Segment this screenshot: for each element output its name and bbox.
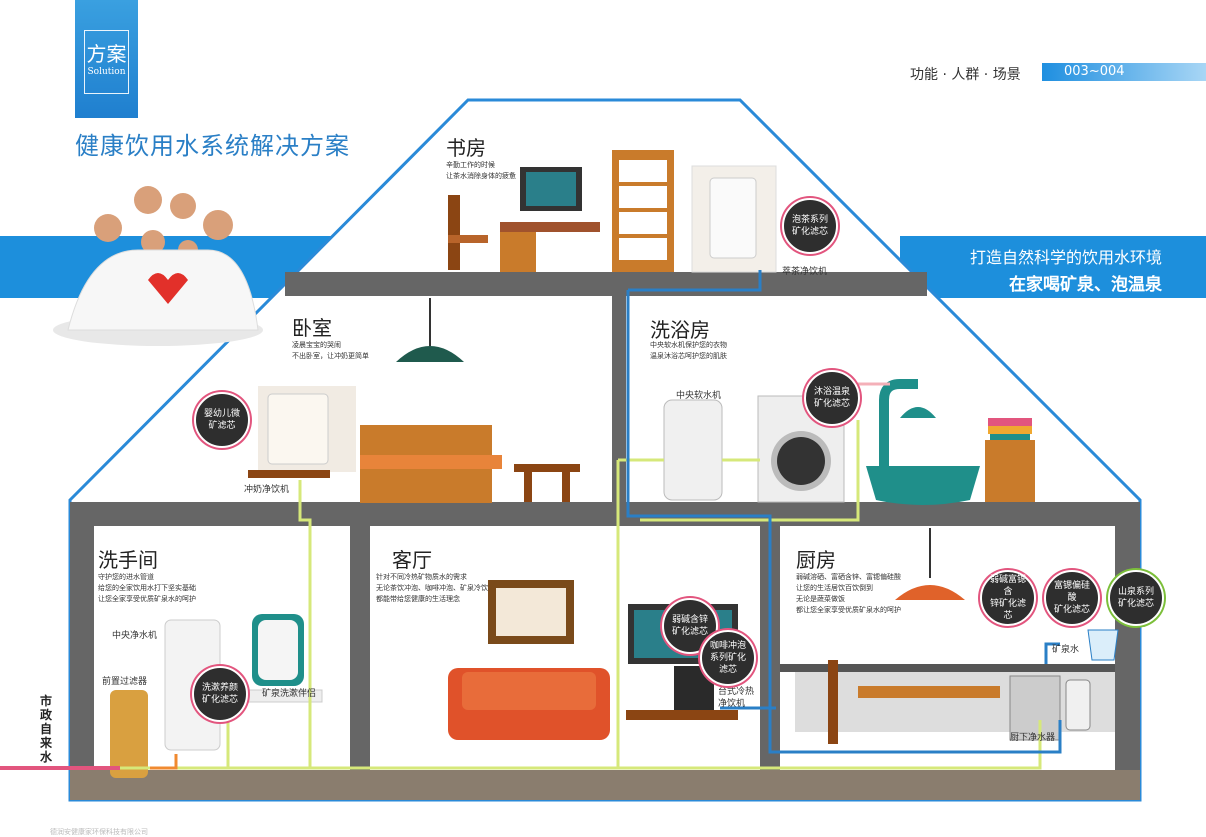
mineral-water-label: 矿泉水 xyxy=(1052,645,1080,655)
room-washroom-desc: 守护您的进水管道 给您的全家饮用水打下坚实基础 让您全家享受优质矿泉水的呵护 xyxy=(98,573,196,603)
blue-pipe xyxy=(626,290,1062,754)
room-bedroom-title: 卧室 xyxy=(292,316,332,340)
badge-strontium-zinc-filter: 弱碱富锶含 锌矿化滤芯 xyxy=(980,570,1036,626)
tea-purifier-label: 萃茶净饮机 xyxy=(782,267,828,277)
wall-lower-left xyxy=(350,526,370,770)
banner-band-right: 打造自然科学的饮用水环境 在家喝矿泉、泡温泉 xyxy=(900,236,1206,298)
prefilter xyxy=(110,690,148,778)
logo-cn-text: 方案 xyxy=(86,42,127,66)
room-study-title: 书房 xyxy=(446,136,486,160)
room-living-desc: 针对不同冷热矿物质水的需求 无论茶饮冲泡、咖啡冲泡、矿泉冷饮 都能带给您健康的生… xyxy=(376,573,488,603)
central-purifier-label: 中央净水机 xyxy=(112,631,158,641)
room-bathroom-title: 洗浴房 xyxy=(650,318,710,342)
wall-upper-middle xyxy=(612,296,626,502)
badge-wash-filter: 洗漱养颜 矿化滤芯 xyxy=(192,666,248,722)
bath-shower xyxy=(879,379,918,470)
ground-floor xyxy=(70,770,1140,800)
footer-company: 德润安健康家环保科技有限公司 xyxy=(50,828,148,836)
living-tv-cabinet xyxy=(626,710,738,720)
page-title: 健康饮用水系统解决方案 xyxy=(75,132,350,160)
solution-logo: 方案 Solution xyxy=(75,0,138,118)
bedroom-lamp xyxy=(396,346,464,362)
softener-unit xyxy=(663,399,723,501)
badge-spa-filter: 沐浴温泉 矿化滤芯 xyxy=(804,370,860,426)
wall-right-outer xyxy=(1115,526,1140,770)
room-kitchen-title: 厨房 xyxy=(796,548,836,572)
milk-machine-label: 冲奶净饮机 xyxy=(244,485,290,495)
badge-infant-filter: 婴幼儿微 矿滤芯 xyxy=(194,392,250,448)
badge-spring-filter: 山泉系列 矿化滤芯 xyxy=(1108,570,1164,626)
room-study-desc: 辛勤工作的时候 让茶水消除身体的疲惫 xyxy=(446,161,516,180)
heart-pillow-icon xyxy=(148,273,188,304)
desktop-purifier-label: 台式冷热 净饮机 xyxy=(718,687,755,709)
kitchen-lamp xyxy=(895,585,965,600)
water-pitcher xyxy=(1087,629,1119,661)
kitchen-table xyxy=(858,686,1000,698)
wash-companion-label: 矿泉洗漱伴侣 xyxy=(262,689,317,699)
badge-metasilicate-filter: 富锶偏硅酸 矿化滤芯 xyxy=(1044,570,1100,626)
softener-label: 中央软水机 xyxy=(676,391,722,401)
floor-middle xyxy=(70,502,1140,526)
bedroom-table xyxy=(514,464,580,472)
municipal-water-label: 市政自来水 xyxy=(40,694,53,764)
study-chair xyxy=(448,195,460,270)
bath-cabinet xyxy=(985,440,1035,502)
page-range: 003~004 xyxy=(1042,63,1206,81)
banner-line-1: 打造自然科学的饮用水环境 xyxy=(969,248,1162,267)
bathtub xyxy=(866,466,980,505)
room-bedroom-desc: 凌晨宝宝的哭闹 不出卧室，让冲奶更简单 xyxy=(292,341,369,360)
room-washroom-title: 洗手间 xyxy=(98,548,158,572)
kitchen-counter xyxy=(780,664,1115,672)
room-bathroom-desc: 中央软水机保护您的衣物 温泉沐浴芯呵护您的肌肤 xyxy=(650,341,727,360)
under-sink-purifier xyxy=(1009,675,1061,741)
under-sink-label: 厨下净水器 xyxy=(1010,733,1056,743)
study-desk xyxy=(500,222,600,232)
badge-coffee-filter: 咖啡冲泡 系列矿化滤芯 xyxy=(700,630,756,686)
family-photo xyxy=(53,186,263,346)
prefilter-label: 前置过滤器 xyxy=(102,677,148,687)
logo-en-text: Solution xyxy=(87,67,126,77)
room-living-title: 客厅 xyxy=(392,548,432,572)
banner-line-2: 在家喝矿泉、泡温泉 xyxy=(1009,275,1162,295)
wall-left-outer xyxy=(70,526,94,770)
breadcrumb: 功能 · 人群 · 场景 xyxy=(910,67,1021,83)
room-kitchen-desc: 弱碱溶硒、富硒含锌、富锶偏硅酸 让您的生活居饮百饮倒到 无论是蔬菜做饭 都让您全… xyxy=(796,573,901,614)
badge-tea-filter: 泡茶系列 矿化滤芯 xyxy=(782,198,838,254)
floor-upper xyxy=(285,272,927,296)
